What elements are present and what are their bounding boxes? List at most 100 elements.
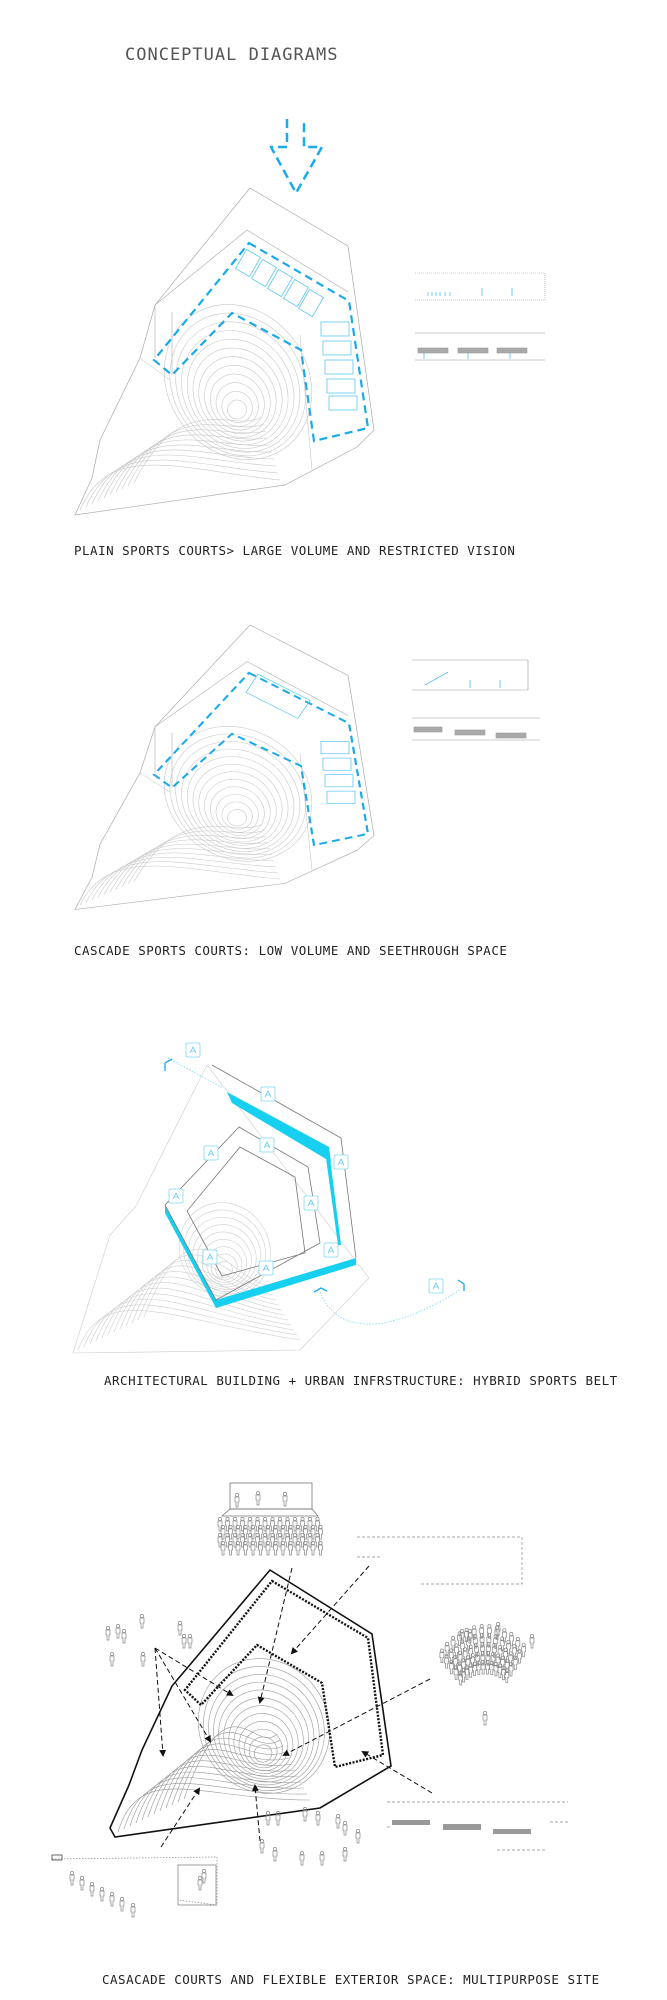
icon-glyph	[337, 1158, 345, 1166]
hybrid-sports-belt-diagram	[72, 1042, 465, 1354]
bench-icon	[259, 1137, 275, 1153]
person-icon	[280, 1541, 286, 1556]
icon-frame	[259, 1137, 275, 1153]
person-icon	[472, 1661, 478, 1677]
multipurpose-site-diagram	[51, 1482, 568, 1918]
diagram-caption: CASACADE COURTS AND FLEXIBLE EXTERIOR SP…	[102, 1972, 600, 1987]
person-icon	[234, 1493, 240, 1508]
building-volume-outline	[152, 671, 370, 847]
person-icon	[282, 1492, 288, 1507]
contour-line	[101, 1287, 289, 1339]
person-icon	[265, 1541, 271, 1556]
person-icon	[335, 1814, 341, 1829]
person-icon	[201, 1869, 207, 1884]
person-icon	[342, 1847, 348, 1862]
person-icon	[342, 1821, 348, 1836]
program-section-box	[51, 1536, 568, 1906]
person-icon	[508, 1662, 514, 1677]
contour-line	[233, 1713, 294, 1774]
person-icon	[319, 1851, 325, 1866]
building-volume-outline	[152, 241, 370, 443]
contour-line	[238, 1721, 288, 1771]
icon-glyph	[263, 1141, 271, 1149]
flow-arrow	[160, 1787, 201, 1848]
icon-glyph	[432, 1282, 440, 1290]
contour-line	[129, 1777, 305, 1827]
contour-line	[123, 1783, 308, 1830]
person-icon	[235, 1541, 241, 1556]
projector-icon	[51, 1854, 63, 1861]
plain-sports-courts-diagram	[74, 119, 546, 516]
flow-arrow	[154, 1647, 234, 1697]
bus-icon	[428, 1278, 444, 1294]
contour-line	[243, 1728, 283, 1769]
person-icon	[115, 1624, 121, 1639]
contour-line	[159, 1749, 290, 1812]
person-icon	[105, 1626, 111, 1641]
person-icon	[272, 1847, 278, 1862]
belt-fill-top	[227, 1092, 331, 1162]
tennis-icon	[258, 1260, 274, 1276]
icon-frame	[203, 1145, 219, 1161]
sports-courts	[235, 248, 358, 411]
icon-frame	[428, 1278, 444, 1294]
projection-screen	[177, 1864, 217, 1906]
person-icon	[181, 1634, 187, 1649]
person-icon	[318, 1541, 323, 1556]
contour-line	[213, 1681, 315, 1786]
contour-line	[253, 1744, 273, 1763]
person-icon	[255, 1491, 261, 1506]
contour-line	[218, 1689, 309, 1783]
icon-frame	[303, 1195, 319, 1211]
contour-line	[141, 1766, 299, 1821]
person-icon	[140, 1652, 146, 1667]
site-boundary	[109, 1568, 392, 1838]
icon-glyph	[172, 1192, 180, 1200]
person-icon	[493, 1661, 499, 1677]
person-icon	[273, 1541, 278, 1556]
flow-arrows	[154, 1565, 433, 1848]
flow-arrow	[257, 1567, 293, 1704]
person-icon	[303, 1541, 308, 1556]
icon-glyph	[307, 1199, 315, 1207]
contour-line	[113, 1276, 283, 1333]
contour-line	[153, 1754, 293, 1815]
person-icon	[250, 1541, 256, 1556]
terrain-contours	[77, 1202, 301, 1351]
person-icon	[228, 1541, 233, 1556]
belt-fill-bottom	[165, 1205, 356, 1308]
person-icon	[521, 1642, 527, 1658]
icon-frame	[260, 1086, 276, 1102]
person-icon	[99, 1887, 105, 1902]
terrain-contours	[117, 1658, 330, 1833]
cascade-sports-courts-diagram	[74, 624, 375, 910]
contour-line	[77, 1310, 301, 1351]
sports-courts	[245, 673, 356, 804]
program-stage-box	[220, 1482, 319, 1517]
person-icon	[529, 1634, 535, 1649]
contour-line	[117, 1788, 311, 1833]
person-icon	[121, 1629, 127, 1644]
icon-frame	[168, 1188, 184, 1204]
contour-line	[165, 1743, 287, 1809]
entry-arrow-icon	[269, 119, 324, 195]
contour-line	[208, 1673, 320, 1789]
person-icon	[504, 1668, 510, 1683]
person-icon	[220, 1541, 226, 1556]
contour-line	[95, 1293, 292, 1342]
diagram-caption: PLAIN SPORTS COURTS> LARGE VOLUME AND RE…	[74, 543, 516, 558]
contour-line	[89, 1298, 295, 1345]
contour-line	[107, 1282, 286, 1336]
icon-frame	[323, 1242, 339, 1258]
runner-icon	[202, 1249, 218, 1265]
access-route	[167, 1057, 224, 1089]
diagram-caption: ARCHITECTURAL BUILDING + URBAN INFRSTRUC…	[104, 1373, 618, 1388]
person-icon	[310, 1541, 316, 1556]
person-icon	[187, 1634, 193, 1649]
person-icon	[444, 1641, 450, 1657]
belt-outer-wall	[211, 1064, 357, 1259]
person-icon	[439, 1648, 445, 1663]
wheelchair-icon	[168, 1188, 184, 1204]
